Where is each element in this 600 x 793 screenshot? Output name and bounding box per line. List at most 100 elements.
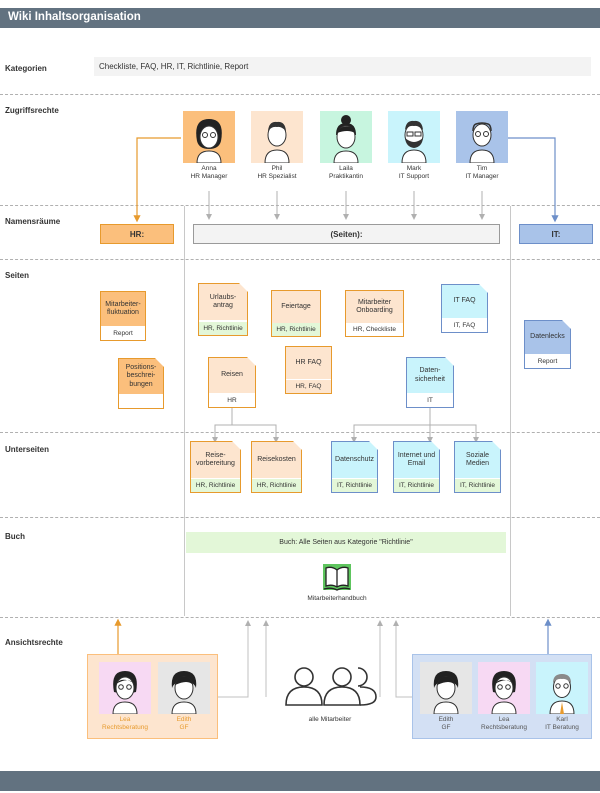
page-tag: HR, Richtlinie bbox=[191, 479, 240, 492]
avatar bbox=[456, 111, 508, 164]
section-label-buch: Buch bbox=[5, 532, 25, 541]
page-tag: HR, Checkliste bbox=[346, 323, 403, 336]
namespace-hr[interactable]: HR: bbox=[100, 224, 174, 244]
page-fold bbox=[232, 441, 241, 450]
page-hrfaq[interactable]: HR FAQ HR, FAQ bbox=[285, 346, 332, 394]
person-role: IT Support bbox=[398, 173, 430, 180]
namespace-boundary-right bbox=[510, 206, 511, 616]
person-tim: Tim IT Manager bbox=[454, 111, 510, 181]
page-fold bbox=[155, 358, 164, 367]
person-role: GF bbox=[179, 724, 189, 731]
section-label-ansichtsrechte: Ansichtsrechte bbox=[5, 638, 63, 647]
person-role: IT Beratung bbox=[545, 724, 579, 731]
person-name: Edith bbox=[176, 716, 192, 723]
section-label-seiten: Seiten bbox=[5, 271, 30, 280]
group-people-icon bbox=[280, 665, 380, 707]
person-role: GF bbox=[441, 724, 451, 731]
person-anna: Anna HR Manager bbox=[181, 111, 237, 181]
header-bar: Wiki Inhaltsorganisation bbox=[0, 8, 600, 28]
page-title: Reise-vorbereitung bbox=[191, 442, 240, 478]
separator bbox=[0, 259, 600, 260]
namespace-boundary-left bbox=[184, 206, 185, 616]
book-icon[interactable] bbox=[322, 563, 352, 591]
page-tag: IT bbox=[407, 394, 453, 407]
male-avatar-icon bbox=[469, 122, 495, 164]
page-tag: IT, FAQ bbox=[442, 319, 487, 332]
page-urlaubsantrag[interactable]: Urlaubs-antrag HR, Richtlinie bbox=[198, 283, 248, 336]
separator bbox=[0, 517, 600, 518]
avatar bbox=[158, 662, 210, 715]
page-fold bbox=[445, 357, 454, 366]
avatar bbox=[251, 111, 303, 164]
person-role: HR Manager bbox=[190, 173, 228, 180]
person-laila: Laila Praktikantin bbox=[318, 111, 374, 181]
male-avatar-icon bbox=[401, 120, 427, 164]
section-label-kategorien: Kategorien bbox=[5, 64, 47, 73]
person-role: HR Spezialist bbox=[257, 173, 297, 180]
page-datenlecks[interactable]: Datenlecks Report bbox=[524, 320, 571, 369]
female-avatar-icon bbox=[171, 671, 197, 715]
page-tag: HR, Richtlinie bbox=[272, 323, 320, 336]
avatar bbox=[320, 111, 372, 164]
page-positionsbeschreibungen[interactable]: Positions-beschrei-bungen bbox=[118, 358, 164, 409]
person-name: Anna bbox=[201, 165, 217, 172]
section-label-namensraeume: Namensräume bbox=[5, 217, 61, 226]
book-name: Mitarbeiterhandbuch bbox=[307, 595, 367, 602]
page-tag: Report bbox=[101, 327, 145, 340]
person-phil: Phil HR Spezialist bbox=[249, 111, 305, 181]
page-fold bbox=[562, 320, 571, 329]
person-role: Praktikantin bbox=[329, 173, 363, 180]
namespace-pages[interactable]: (Seiten): bbox=[193, 224, 500, 244]
categories-box: Checkliste, FAQ, HR, IT, Richtlinie, Rep… bbox=[94, 57, 591, 76]
person-name: Mark bbox=[406, 165, 422, 172]
view-person-edith-it: Edith GF bbox=[418, 662, 474, 732]
page-fold bbox=[247, 357, 256, 366]
book-category-bar: Buch: Alle Seiten aus Kategorie "Richtli… bbox=[186, 532, 506, 553]
page-fold bbox=[492, 441, 501, 450]
page-mitarbeiterfluktuation[interactable]: Mitarbeiter-fluktuation Report bbox=[100, 291, 146, 341]
person-name: Laila bbox=[339, 165, 353, 172]
view-person-lea-it: Lea Rechtsberatung bbox=[476, 662, 532, 732]
page-tag: IT, Richtlinie bbox=[332, 479, 377, 492]
page-title: Mitarbeiter-fluktuation bbox=[101, 292, 145, 326]
page-feiertage[interactable]: Feiertage HR, Richtlinie bbox=[271, 290, 321, 337]
namespace-it[interactable]: IT: bbox=[519, 224, 593, 244]
page-title: HR FAQ bbox=[286, 347, 331, 379]
all-employees-label: alle Mitarbeiter bbox=[308, 716, 352, 723]
avatar bbox=[536, 662, 588, 715]
section-label-unterseiten: Unterseiten bbox=[5, 445, 50, 454]
page-tag: HR, FAQ bbox=[286, 380, 331, 393]
separator bbox=[0, 617, 600, 618]
page-fold bbox=[431, 441, 440, 450]
subpage-reisekosten[interactable]: Reisekosten HR, Richtlinie bbox=[251, 441, 302, 493]
separator bbox=[0, 94, 600, 95]
person-role: IT Manager bbox=[465, 173, 499, 180]
page-tag: IT, Richtlinie bbox=[394, 479, 439, 492]
page-fold bbox=[239, 283, 248, 292]
separator bbox=[0, 432, 600, 433]
person-name: Lea bbox=[498, 716, 510, 723]
page-datensicherheit[interactable]: Daten-sicherheit IT bbox=[406, 357, 454, 408]
page-fold bbox=[479, 284, 488, 293]
page-title: Reisekosten bbox=[252, 442, 301, 478]
avatar bbox=[420, 662, 472, 715]
page-reisen[interactable]: Reisen HR bbox=[208, 357, 256, 408]
person-name: Edith bbox=[438, 716, 454, 723]
page-tag: HR bbox=[209, 394, 255, 407]
avatar bbox=[99, 662, 151, 715]
avatar bbox=[478, 662, 530, 715]
page-title: Urlaubs-antrag bbox=[199, 284, 247, 320]
page-tag: HR, Richtlinie bbox=[199, 322, 247, 335]
male-avatar-icon bbox=[549, 674, 575, 715]
page-title: Wiki Inhaltsorganisation bbox=[8, 11, 141, 23]
subpage-reisevorbereitung[interactable]: Reise-vorbereitung HR, Richtlinie bbox=[190, 441, 241, 493]
person-name: Phil bbox=[271, 165, 283, 172]
page-itfaq[interactable]: IT FAQ IT, FAQ bbox=[441, 284, 488, 333]
female-avatar-icon bbox=[433, 671, 459, 715]
avatar bbox=[183, 111, 235, 164]
subpage-datenschutz[interactable]: Datenschutz IT, Richtlinie bbox=[331, 441, 378, 493]
